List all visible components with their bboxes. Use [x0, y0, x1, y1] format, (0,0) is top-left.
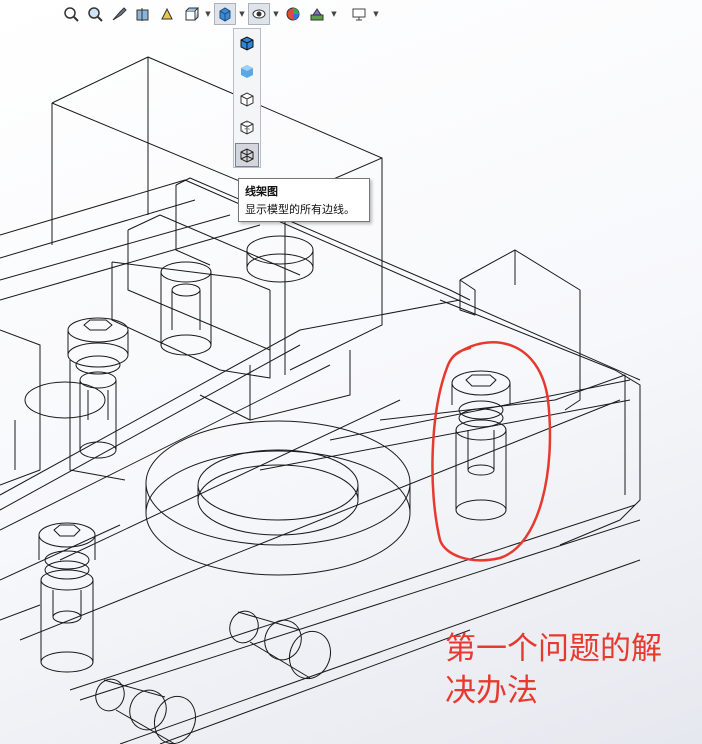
wireframe-edge — [259, 399, 631, 471]
wireframe-edge — [127, 230, 271, 351]
edit-appearance-icon[interactable] — [282, 3, 304, 25]
wireframe-edge — [455, 430, 507, 510]
section-view-icon[interactable] — [132, 3, 154, 25]
wireframe-icon[interactable] — [235, 143, 259, 167]
wireframe-edge — [0, 524, 121, 581]
wireframe-edge — [467, 430, 495, 470]
wireframe-edge — [0, 214, 231, 281]
tooltip-description: 显示模型的所有边线。 — [245, 203, 355, 216]
wireframe-edge — [53, 524, 81, 537]
annotation-circle — [431, 341, 552, 562]
view-settings-icon[interactable] — [348, 3, 370, 25]
wireframe-edge — [69, 360, 126, 481]
wireframe-edge — [0, 364, 331, 531]
wireframe-edge — [197, 485, 359, 500]
hidden-lines-visible-icon[interactable] — [235, 115, 259, 139]
wireframe-edge — [0, 299, 461, 496]
wireframe-edge — [145, 483, 411, 513]
zoom-to-fit-icon[interactable] — [60, 3, 82, 25]
wireframe-edge — [19, 399, 621, 641]
wireframe-edge — [103, 679, 176, 744]
apply-scene-icon[interactable] — [306, 3, 328, 25]
wireframe-edge — [67, 330, 129, 355]
wireframe-edge — [0, 344, 301, 511]
wireframe-edge — [52, 590, 82, 617]
heads-up-view-toolbar: ▼ ▼ ▼ ▼ ▼ — [60, 0, 420, 28]
chevron-down-icon[interactable]: ▼ — [331, 10, 337, 18]
shaded-icon[interactable] — [235, 59, 259, 83]
wireframe-edge — [83, 319, 113, 331]
wireframe-tooltip: 线架图 显示模型的所有边线。 — [238, 178, 370, 222]
chevron-down-icon[interactable]: ▼ — [373, 10, 379, 18]
wireframe-edge — [0, 224, 261, 301]
wireframe-edge — [554, 374, 626, 495]
display-style-flyout — [233, 28, 261, 168]
wireframe-edge — [249, 350, 351, 421]
wireframe-edge — [379, 399, 556, 421]
shaded-with-edges-icon[interactable] — [235, 31, 259, 55]
wireframe-edge — [111, 261, 271, 291]
wireframe-edge — [79, 380, 117, 450]
hide-show-items-icon[interactable] — [248, 3, 270, 25]
wireframe-edge — [59, 399, 401, 561]
wireframe-edge — [451, 383, 511, 405]
wireframe-edge — [69, 504, 636, 691]
wireframe-edge — [159, 629, 471, 744]
wireframe-edge — [459, 249, 581, 411]
wireframe-edge — [87, 390, 109, 420]
wireframe-edge — [0, 329, 41, 486]
hidden-lines-removed-icon[interactable] — [235, 87, 259, 111]
wireframe-edge — [119, 559, 641, 744]
wireframe-edge — [0, 199, 196, 259]
wireframe-edge — [329, 379, 631, 441]
wireframe-edge — [246, 250, 314, 268]
wireframe-edge — [160, 272, 212, 345]
wireframe-edge — [439, 299, 641, 546]
annotation-text: 第一个问题的解 决办法 — [445, 628, 685, 712]
display-style-icon[interactable] — [214, 3, 236, 25]
dynamic-annotation-icon[interactable] — [156, 3, 178, 25]
tooltip-title: 线架图 — [245, 185, 278, 198]
wireframe-edge — [111, 262, 271, 379]
chevron-down-icon[interactable]: ▼ — [205, 10, 211, 18]
chevron-down-icon[interactable]: ▼ — [273, 10, 279, 18]
wireframe-edge — [175, 185, 211, 266]
wireframe-edge — [0, 604, 41, 621]
wireframe-edge — [459, 279, 476, 316]
annotation-line-1: 第一个问题的解 — [445, 631, 662, 667]
wireframe-edge — [465, 374, 497, 387]
chevron-down-icon[interactable]: ▼ — [239, 10, 245, 18]
wireframe-edge — [127, 214, 301, 276]
wireframe-edge — [38, 535, 96, 560]
view-orientation-icon[interactable] — [180, 3, 202, 25]
previous-view-icon[interactable] — [108, 3, 130, 25]
wireframe-edge — [79, 519, 641, 701]
wireframe-edge — [237, 611, 311, 679]
wireframe-edge — [171, 290, 201, 330]
zoom-area-icon[interactable] — [84, 3, 106, 25]
wireframe-edge — [40, 580, 94, 662]
annotation-line-2: 决办法 — [445, 673, 538, 709]
wireframe-edge — [199, 394, 251, 421]
